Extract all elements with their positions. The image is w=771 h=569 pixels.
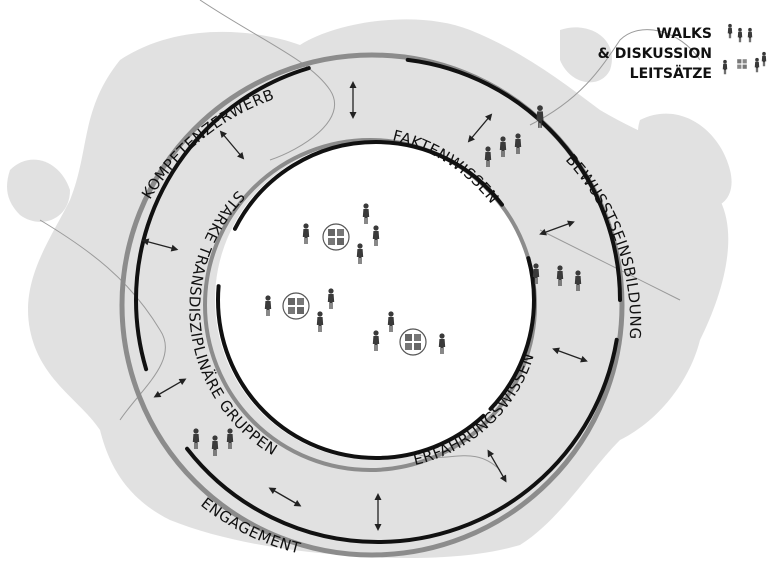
legend-walk-group-icon bbox=[727, 23, 753, 43]
legend: WALKS & DISKUSSION LEITSÄTZE bbox=[598, 23, 767, 82]
legend-leitsaetze: LEITSÄTZE bbox=[630, 65, 712, 82]
outer-ring bbox=[119, 52, 625, 558]
table-icon bbox=[282, 292, 310, 320]
table-icon bbox=[399, 328, 427, 356]
legend-walks: WALKS bbox=[656, 26, 712, 42]
inner-area bbox=[215, 140, 535, 460]
legend-diskussion: & DISKUSSION bbox=[598, 46, 712, 62]
inner-ring bbox=[203, 138, 537, 472]
table-icon bbox=[322, 223, 350, 251]
legend-table-group-icon bbox=[722, 51, 767, 75]
